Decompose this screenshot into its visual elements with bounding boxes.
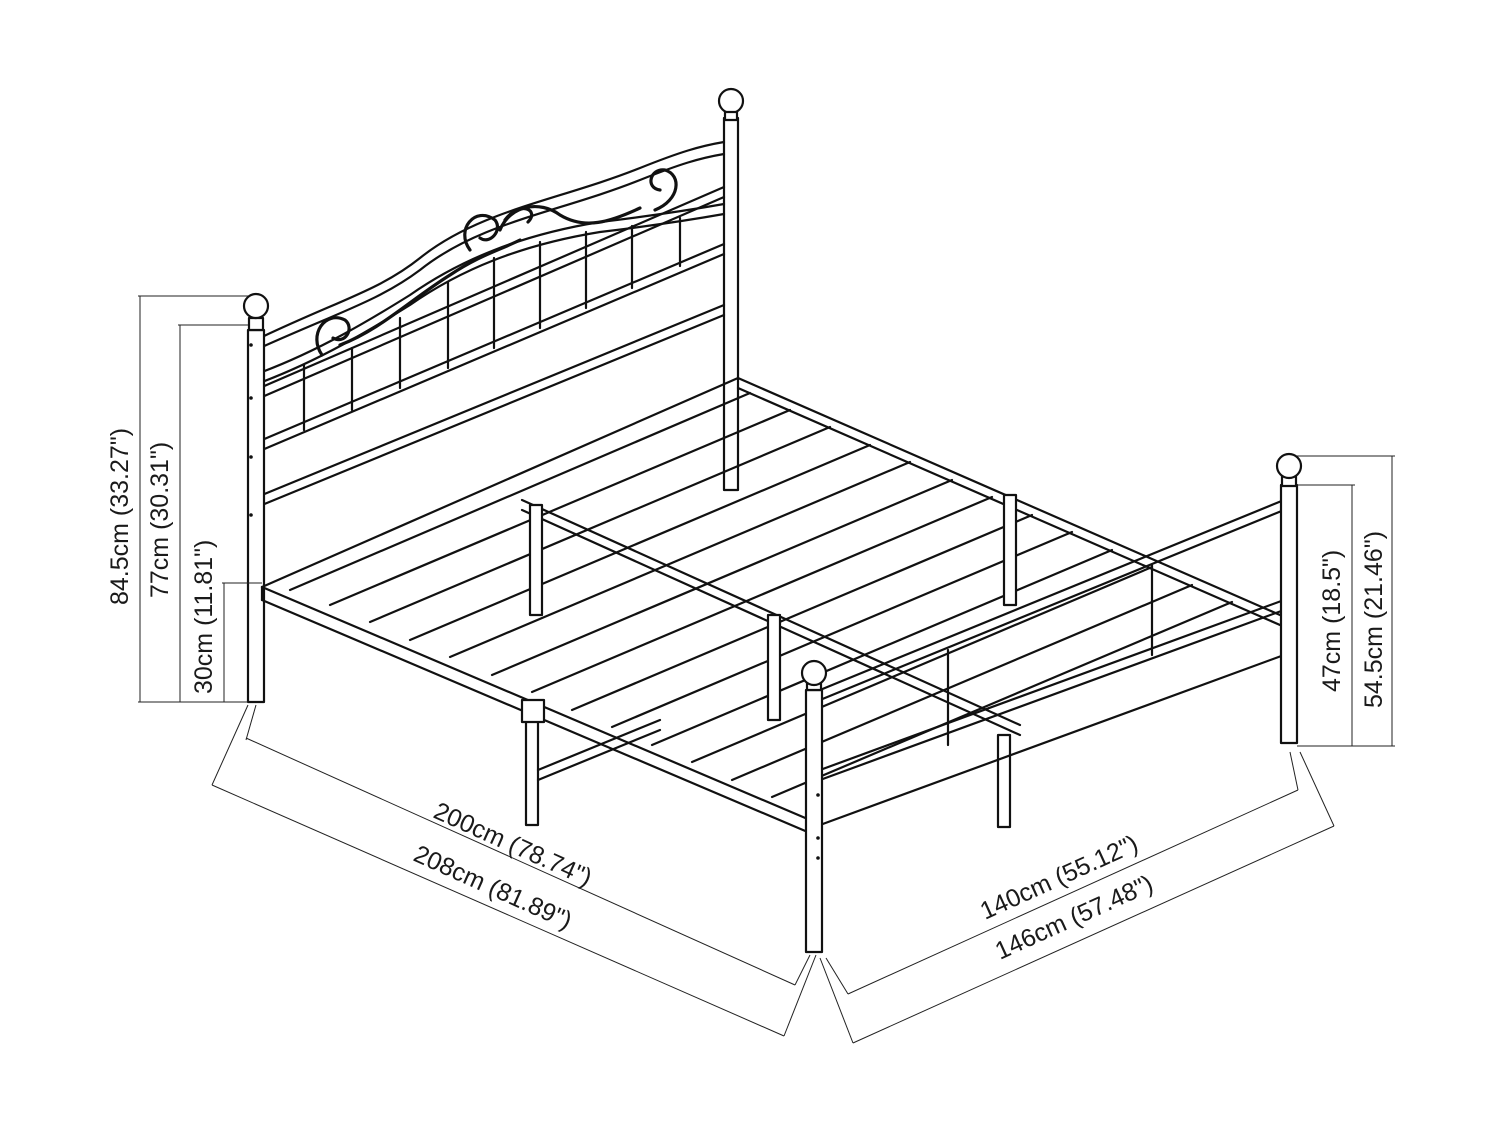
headboard-left-post-group <box>242 292 270 704</box>
label-footboard-total-height: 54.5cm (21.46") <box>1360 531 1388 708</box>
center-leg-mid <box>766 613 782 722</box>
headboard-left-finial <box>242 292 270 320</box>
footboard-right-post <box>1279 483 1299 745</box>
label-footboard-panel-height: 47cm (18.5") <box>1318 550 1346 692</box>
headboard <box>260 87 745 507</box>
headboard-right-finial <box>717 87 745 115</box>
dimension-labels: 84.5cm (33.27") 77cm (30.31") 30cm (11.8… <box>106 428 1388 965</box>
center-leg-front <box>996 733 1012 829</box>
bed-frame <box>260 376 1282 835</box>
headboard-scrollwork <box>315 168 678 357</box>
footboard-left-finial <box>800 659 828 687</box>
footboard-right-finial <box>1275 452 1303 480</box>
label-headboard-panel-height: 77cm (30.31") <box>146 442 174 598</box>
bed-slats <box>288 391 1234 799</box>
center-leg-back <box>528 503 544 617</box>
headboard-spindles <box>302 216 682 432</box>
dimension-lines <box>138 295 1395 1044</box>
footboard <box>800 452 1303 954</box>
footboard-left-post <box>804 688 824 954</box>
label-headboard-total-height: 84.5cm (33.27") <box>106 428 134 605</box>
label-frame-height: 30cm (11.81") <box>190 540 218 694</box>
center-leg-far <box>1002 493 1018 607</box>
